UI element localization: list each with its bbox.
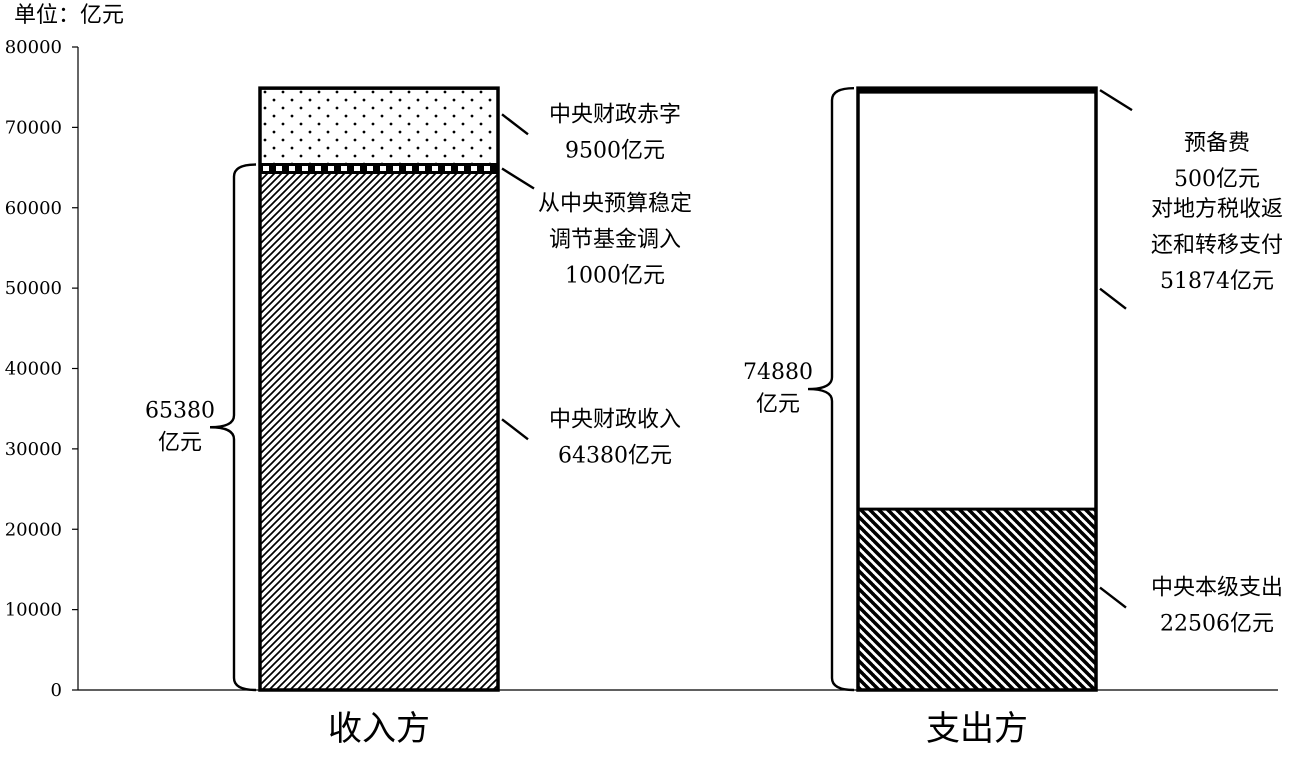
total-brace-1 bbox=[807, 86, 855, 692]
bars bbox=[258, 86, 1098, 692]
y-tick-label: 60000 bbox=[5, 198, 62, 219]
y-tick-label: 20000 bbox=[5, 519, 62, 540]
y-tick-label: 50000 bbox=[5, 278, 62, 299]
bar-segment-1-0 bbox=[858, 509, 1096, 690]
y-tick-label: 30000 bbox=[5, 439, 62, 460]
category-label-1: 支出方 bbox=[926, 709, 1028, 749]
y-tick-label: 0 bbox=[51, 680, 62, 701]
bar-segment-0-2 bbox=[260, 88, 498, 165]
y-axis: 单位：亿元 0 10000 20000 30000 40000 50000 60000 7000… bbox=[5, 3, 1278, 701]
leader-line bbox=[1099, 89, 1133, 112]
bar-segment-1-2 bbox=[858, 88, 1096, 93]
unit-label: 单位：亿元 bbox=[14, 3, 124, 28]
category-label-0: 收入方 bbox=[328, 709, 430, 749]
leader-line bbox=[501, 167, 535, 190]
bar-segment-0-1 bbox=[260, 164, 498, 173]
leader-line bbox=[501, 113, 529, 136]
y-tick-label: 10000 bbox=[5, 600, 62, 621]
bar-outline-1 bbox=[856, 86, 1098, 692]
total-brace-0 bbox=[209, 163, 257, 692]
y-tick-label: 70000 bbox=[5, 117, 62, 138]
leader-line bbox=[1099, 586, 1127, 609]
bar-outline-0 bbox=[258, 86, 500, 692]
leader-line bbox=[1099, 287, 1127, 310]
y-tick-label: 40000 bbox=[5, 359, 62, 380]
y-tick-label: 80000 bbox=[5, 37, 62, 58]
leader-line bbox=[501, 418, 529, 441]
bar-segment-1-1 bbox=[858, 92, 1096, 510]
bar-segment-0-0 bbox=[260, 172, 498, 690]
